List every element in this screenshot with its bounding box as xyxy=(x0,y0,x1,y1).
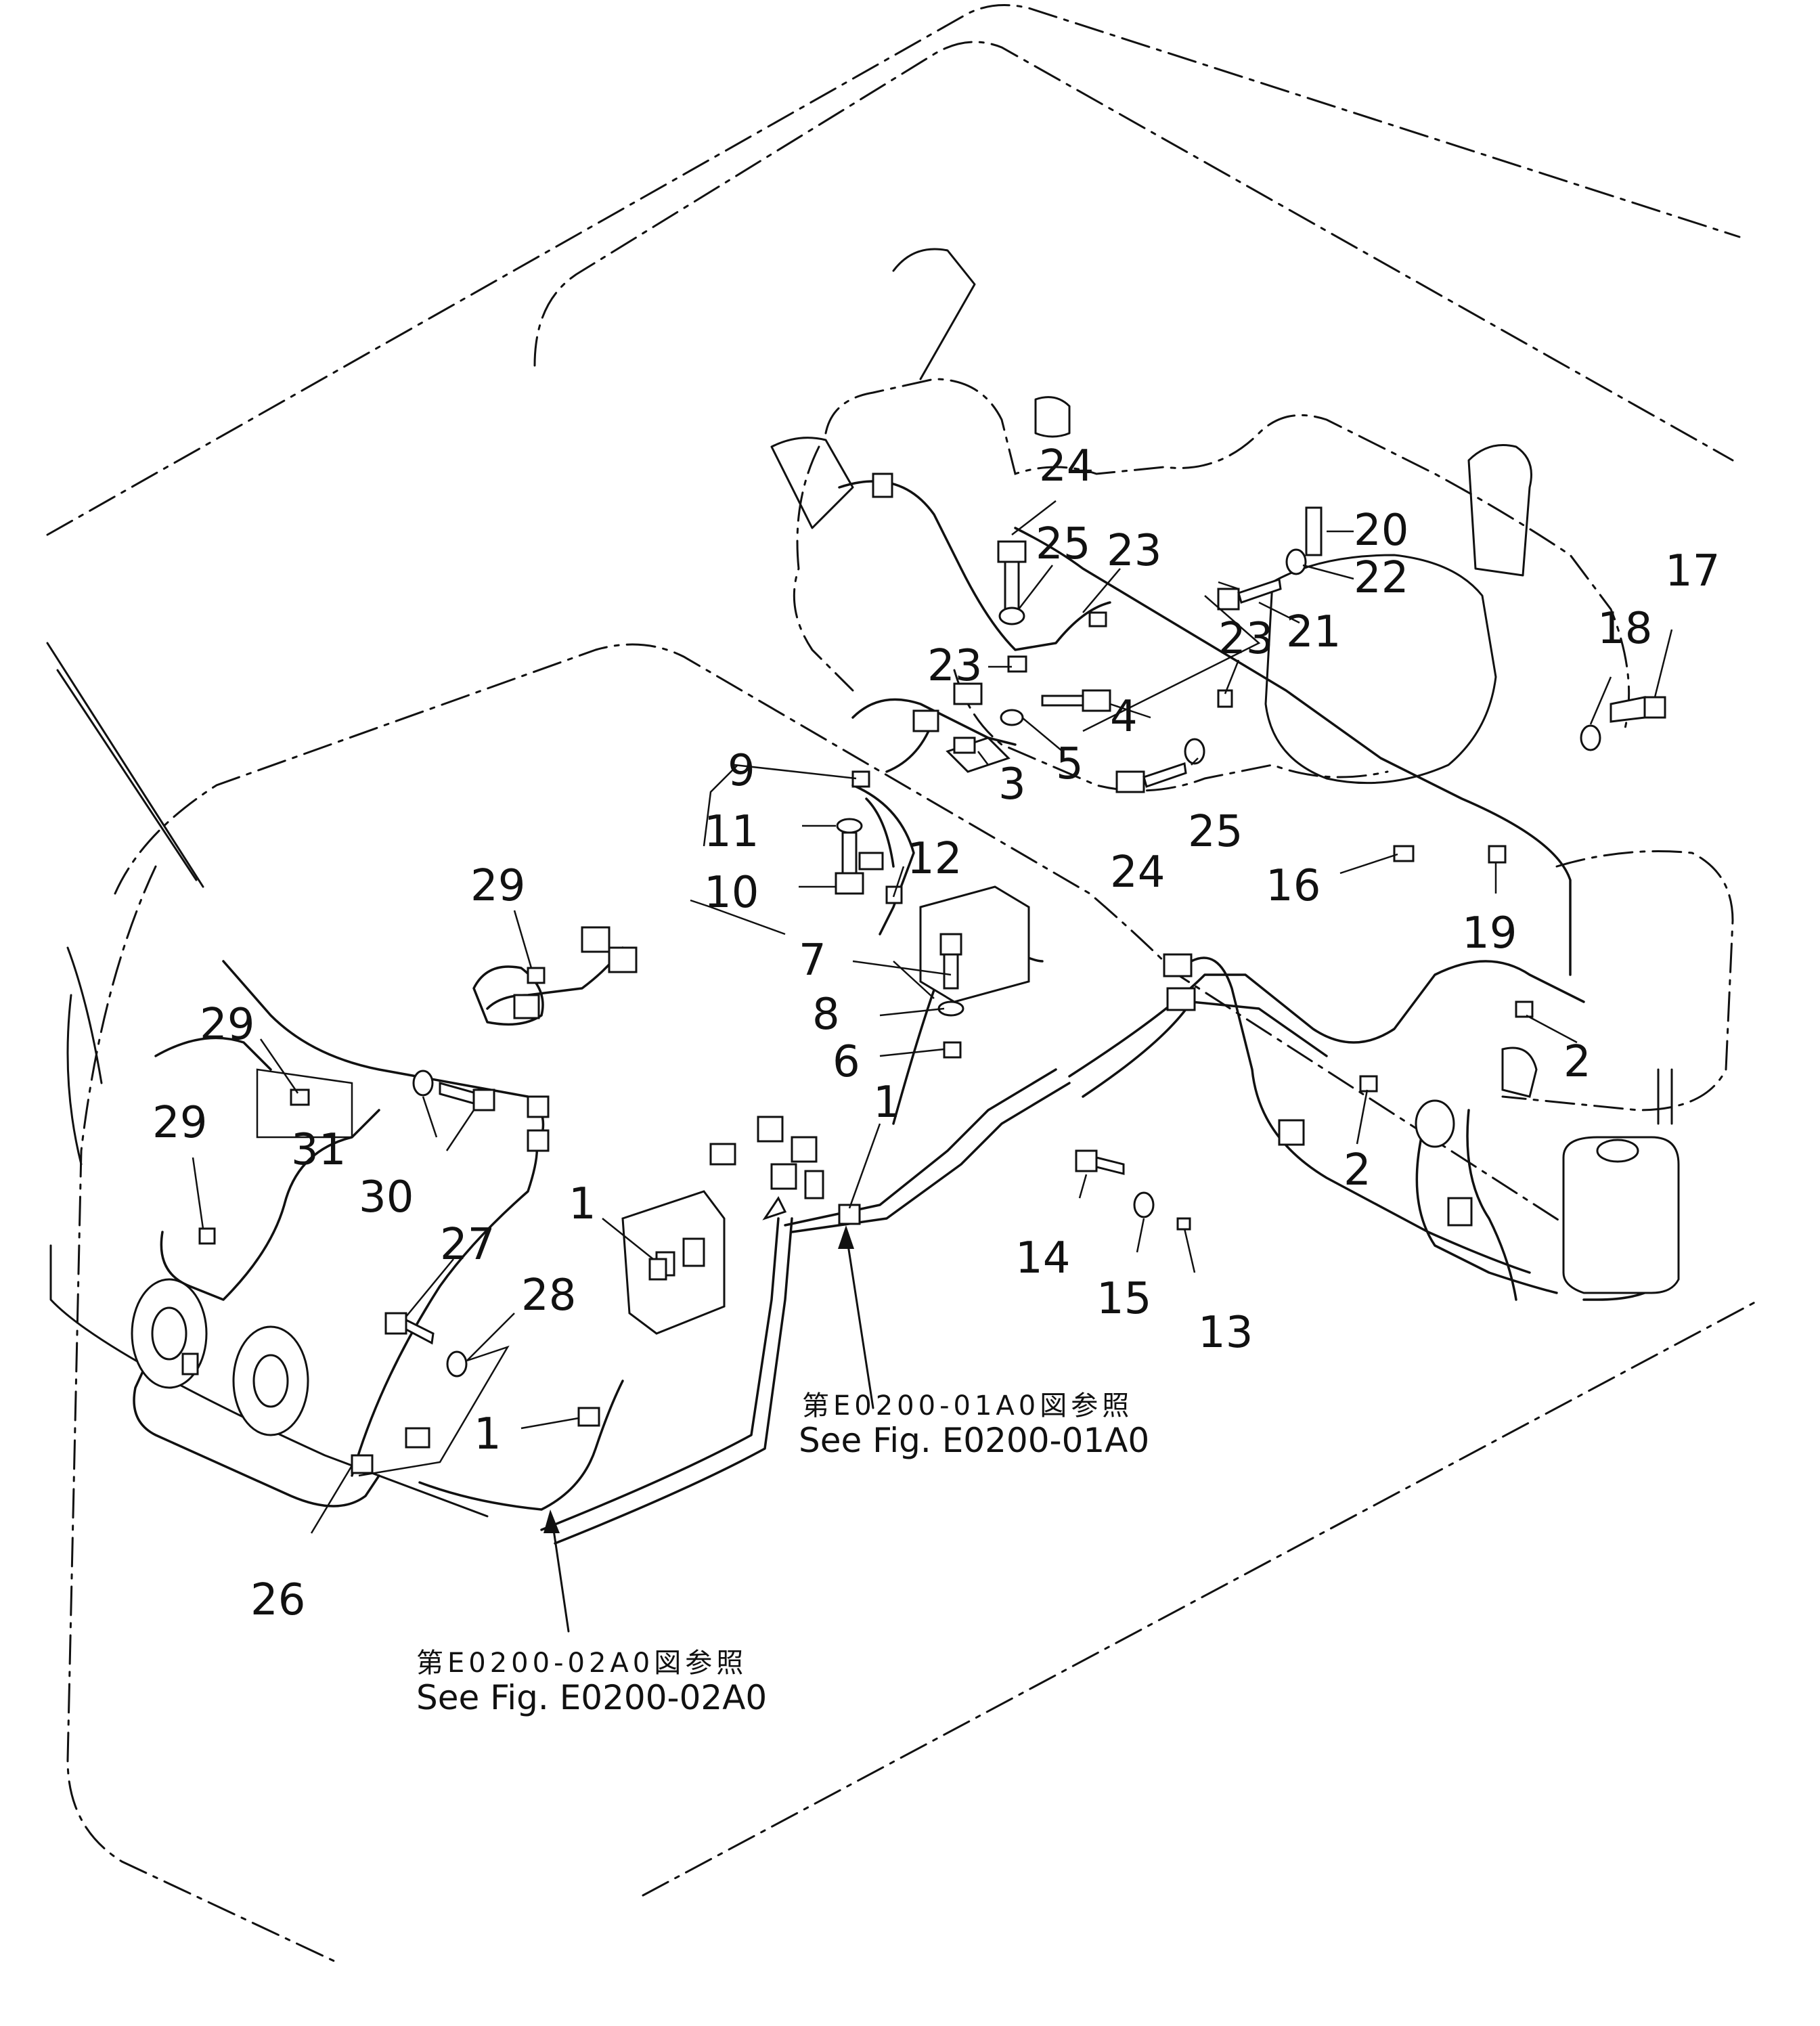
callout-16: 16 xyxy=(1266,861,1320,911)
callout-31: 31 xyxy=(291,1125,346,1175)
callout-labels: 1 1 1 2 2 3 4 5 6 7 8 9 10 11 12 13 14 1… xyxy=(152,441,1720,1625)
callout-5: 5 xyxy=(1056,739,1084,789)
callout-15: 15 xyxy=(1096,1274,1151,1324)
clamp-23c xyxy=(1217,689,1233,708)
components xyxy=(131,472,1680,1449)
washer-11 xyxy=(836,818,863,834)
clamp-23b xyxy=(1088,611,1107,627)
washer-tank xyxy=(1562,1136,1680,1294)
clamp-16 xyxy=(1393,845,1415,862)
reference-arrows xyxy=(543,1225,874,1633)
callout-2: 2 xyxy=(1563,1037,1591,1087)
washer-25a xyxy=(998,607,1025,625)
reference-2-japanese: 第E0200-02A0図参照 xyxy=(416,1648,747,1679)
bolt-14 xyxy=(1075,1149,1125,1175)
callout-4: 4 xyxy=(1110,692,1138,742)
callout-25: 25 xyxy=(1036,519,1090,569)
clamp-13 xyxy=(1176,1217,1191,1231)
engine-assembly xyxy=(770,248,1734,1125)
clamp-2a xyxy=(1515,1000,1534,1018)
callout-24: 24 xyxy=(1110,847,1165,898)
clamp-6 xyxy=(943,1041,962,1059)
callout-14: 14 xyxy=(1015,1233,1070,1283)
callout-1: 1 xyxy=(474,1409,502,1459)
callout-20: 20 xyxy=(1354,506,1408,556)
reference-notes: 第E0200-01A0図参照 See Fig. E0200-01A0 第E020… xyxy=(416,1390,1149,1717)
callout-26: 26 xyxy=(250,1575,305,1625)
callout-24: 24 xyxy=(1039,441,1094,491)
callout-29: 29 xyxy=(200,1000,254,1050)
callout-29: 29 xyxy=(470,861,525,911)
bolt-4 xyxy=(1041,689,1111,712)
callout-11: 11 xyxy=(704,807,759,857)
clamp-26 xyxy=(351,1454,374,1474)
callout-8: 8 xyxy=(812,990,840,1040)
callout-12: 12 xyxy=(907,834,962,884)
clamp-29c xyxy=(198,1227,216,1245)
fasteners xyxy=(198,506,1666,1474)
clamp-1b xyxy=(648,1258,667,1281)
callout-30: 30 xyxy=(359,1172,414,1223)
bolt-24b xyxy=(1115,762,1187,793)
clamp-20 xyxy=(1305,506,1323,556)
callout-17: 17 xyxy=(1665,546,1720,596)
callout-1: 1 xyxy=(873,1078,901,1128)
clamp-29a xyxy=(527,967,546,984)
callout-7: 7 xyxy=(799,935,826,986)
clamp-3 xyxy=(953,736,976,754)
washer-28 xyxy=(446,1350,468,1378)
controller-box xyxy=(919,885,1030,1003)
clamp-2b xyxy=(1359,1075,1378,1093)
callout-18: 18 xyxy=(1597,604,1652,654)
callout-9: 9 xyxy=(728,746,755,796)
washer-18 xyxy=(1580,724,1601,751)
callout-29: 29 xyxy=(152,1098,207,1148)
callout-19: 19 xyxy=(1462,908,1517,959)
callout-2: 2 xyxy=(1344,1145,1371,1195)
clamp-19 xyxy=(1488,845,1507,864)
callout-22: 22 xyxy=(1354,553,1408,603)
callout-13: 13 xyxy=(1198,1308,1253,1358)
clamp-23a xyxy=(1007,655,1027,673)
washer-15 xyxy=(1133,1191,1155,1218)
callout-23: 23 xyxy=(927,641,982,691)
machine-outline xyxy=(46,4,1761,1964)
callout-28: 28 xyxy=(521,1271,576,1321)
washer-25b xyxy=(1184,738,1205,765)
wiring-harness xyxy=(133,480,1660,1545)
callout-23: 23 xyxy=(1218,614,1273,664)
bolt-7 xyxy=(939,933,962,990)
washer-22 xyxy=(1285,548,1307,575)
clamp-9 xyxy=(851,770,870,788)
clamp-1c xyxy=(577,1407,600,1427)
callout-1: 1 xyxy=(569,1179,596,1229)
callout-23: 23 xyxy=(1107,526,1161,576)
washer-31 xyxy=(412,1070,434,1097)
callout-3: 3 xyxy=(998,759,1026,810)
bolt-30 xyxy=(439,1082,495,1111)
reference-1-english: See Fig. E0200-01A0 xyxy=(799,1421,1149,1460)
callout-21: 21 xyxy=(1286,607,1341,657)
bolt-17 xyxy=(1610,696,1666,723)
callout-10: 10 xyxy=(704,868,759,918)
callout-27: 27 xyxy=(440,1220,495,1270)
callout-25: 25 xyxy=(1188,807,1243,857)
bolt-27 xyxy=(384,1312,435,1345)
bolt-21 xyxy=(1217,578,1282,611)
reference-2-english: See Fig. E0200-02A0 xyxy=(416,1678,767,1717)
reference-1-japanese: 第E0200-01A0図参照 xyxy=(802,1390,1133,1422)
washer-5 xyxy=(1000,709,1024,726)
clamp-29b xyxy=(290,1088,310,1106)
leader-lines xyxy=(192,500,1673,1534)
bolt-24a xyxy=(997,540,1027,611)
callout-6: 6 xyxy=(833,1037,860,1087)
